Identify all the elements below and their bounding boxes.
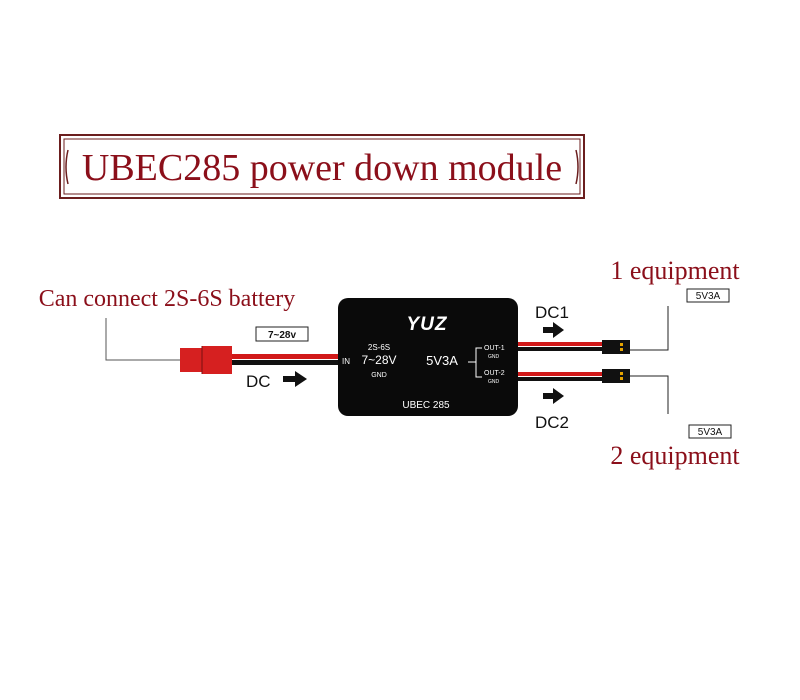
module-out1-label: OUT-1 — [484, 345, 505, 352]
output1-flow-label: DC1 — [535, 303, 569, 322]
output2-flow-label: DC2 — [535, 413, 569, 432]
output2-wires — [518, 372, 602, 381]
input-wires — [232, 354, 344, 365]
module-cell-range: 2S-6S — [368, 343, 390, 352]
input-flow-label: DC — [246, 372, 271, 391]
title-frame: UBEC285 power down module — [59, 134, 585, 199]
module-out2-label: OUT-2 — [484, 370, 505, 377]
arrow-right-icon-dc2 — [543, 388, 564, 404]
module-out2-gnd: GND — [488, 379, 500, 385]
equipment2-rating-badge: 5V3A — [688, 424, 732, 439]
module-model: UBEC 285 — [402, 400, 450, 411]
module-in-label: IN — [342, 357, 350, 366]
svg-text:5V3A: 5V3A — [698, 427, 723, 438]
arrow-right-icon-dc1 — [543, 322, 564, 338]
page-title: UBEC285 power down module — [82, 147, 562, 189]
equipment1-label: 1 equipment — [610, 256, 740, 285]
input-range-badge: 7~28v — [255, 326, 309, 342]
svg-text:7~28v: 7~28v — [268, 330, 297, 341]
module-out1-gnd: GND — [488, 354, 500, 360]
ubec-module: YUZ 2S-6S IN 7~28V GND 5V3A OUT-1 GND OU… — [338, 298, 518, 416]
arrow-right-icon — [283, 371, 307, 387]
module-output-rating: 5V3A — [426, 353, 458, 368]
battery-leader-line — [105, 318, 180, 361]
battery-note: Can connect 2S-6S battery — [39, 286, 296, 312]
xt-connector-icon — [180, 346, 232, 374]
svg-text:5V3A: 5V3A — [696, 291, 721, 302]
equipment2-leader-line — [630, 375, 669, 414]
servo-plug-icon — [602, 340, 630, 354]
module-voltage-range: 7~28V — [361, 353, 396, 367]
module-in-gnd: GND — [371, 372, 387, 379]
equipment2-label: 2 equipment — [610, 441, 740, 470]
yuz-logo: YUZ — [407, 314, 448, 335]
equipment1-rating-badge: 5V3A — [686, 288, 730, 303]
output1-wires — [518, 342, 602, 351]
equipment1-leader-line — [630, 306, 669, 351]
servo-plug-icon-2 — [602, 369, 630, 383]
